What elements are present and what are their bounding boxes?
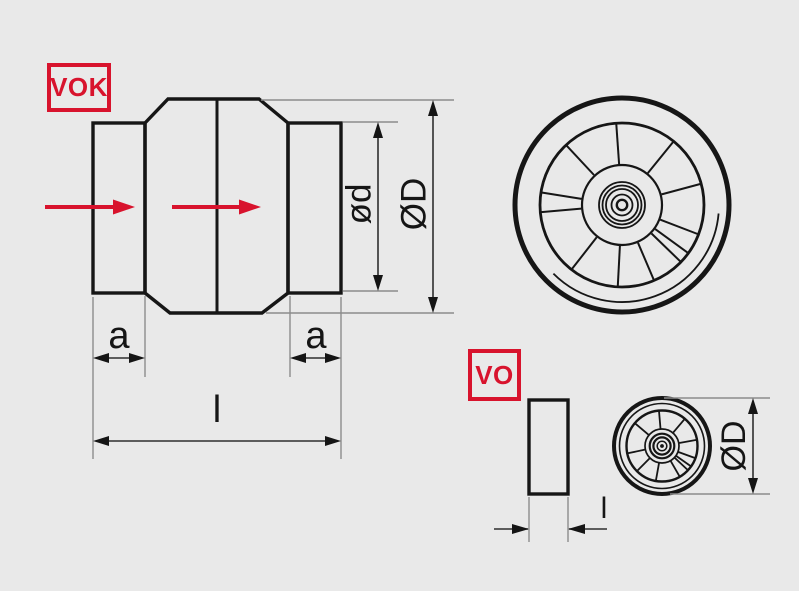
outlet-duct: [286, 121, 343, 295]
dim-duct-diameter: [343, 121, 398, 292]
vok-side-view: [45, 97, 343, 315]
rim-inner-edge: [552, 213, 720, 303]
dim-label-duct-diameter: ød: [339, 183, 379, 225]
vo-front-view: [612, 396, 770, 496]
motor-cap-rings: [648, 432, 676, 460]
vo-body-rect: [527, 398, 570, 496]
fan-blades: [539, 124, 701, 286]
fan-outer-rim: [512, 95, 732, 315]
rim-inner-edge: [618, 402, 706, 490]
vok-model-label: VOK: [50, 72, 108, 102]
flow-arrow-icon: [172, 199, 261, 215]
fan-shroud-circle: [538, 121, 706, 289]
vo-model-label: VO: [475, 359, 514, 390]
fan-shroud-circle: [625, 409, 699, 483]
dim-outlet-length-a: [289, 296, 342, 459]
dim-total-length-l: [93, 436, 341, 446]
vok-front-view: [512, 95, 732, 315]
dim-label-vo-diameter: ØD: [715, 420, 753, 472]
dim-inlet-length-a: [92, 296, 146, 459]
dim-length-l: [494, 497, 607, 542]
vo-model-badge: VO: [468, 349, 521, 401]
dim-label-inlet-length: a: [108, 315, 130, 357]
vo-side-view: [494, 398, 607, 542]
flow-arrow-icon: [45, 199, 135, 215]
motor-hub: [580, 163, 664, 247]
fan-blades: [627, 411, 697, 481]
motor-cap-rings: [598, 181, 646, 229]
motor-hub: [644, 428, 680, 464]
fan-outer-rim: [612, 396, 712, 496]
vok-model-badge: VOK: [47, 63, 111, 112]
dim-body-diameter: [261, 99, 454, 314]
dim-label-total-length: l: [212, 389, 222, 431]
dim-label-outlet-length: a: [305, 315, 327, 357]
vok-dimension-lines: [92, 99, 454, 459]
dim-label-body-diameter: ØD: [394, 177, 434, 231]
dim-label-vo-length: l: [600, 492, 608, 525]
dim-outer-diameter: [664, 397, 770, 495]
